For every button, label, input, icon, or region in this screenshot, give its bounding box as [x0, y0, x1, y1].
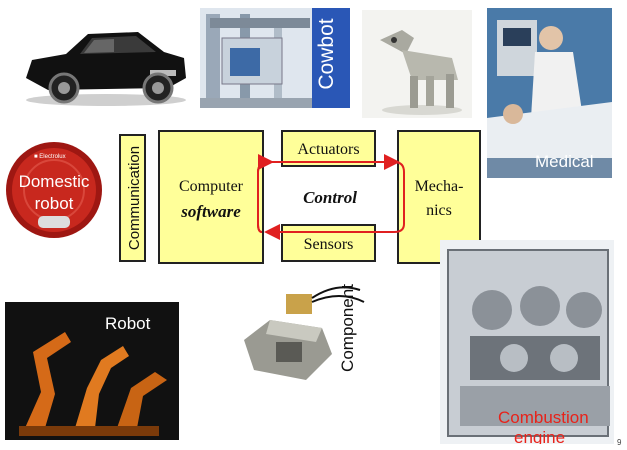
computer-label: Computer [179, 178, 243, 195]
combustion-label-line1: Combustion [498, 408, 589, 427]
medical-label: Medical [535, 152, 594, 171]
cowbot-panel [312, 8, 350, 108]
combustion-label-line2: engine [514, 428, 566, 444]
communication-box: Communication [119, 134, 146, 262]
component-label: Component [338, 284, 357, 372]
car-photo [18, 8, 190, 108]
robot-dog-photo [362, 10, 472, 118]
page-number: 9 [617, 438, 622, 447]
actuators-label: Actuators [297, 141, 360, 158]
software-label: software [181, 202, 241, 221]
domestic-robot-photo: ■ Electrolux Domestic robot [4, 140, 104, 240]
industrial-robot-photo: Robot [5, 302, 179, 440]
actuators-box: Actuators [281, 130, 376, 167]
robot-label: Robot [105, 314, 151, 333]
mechanics-label-line2: nics [426, 202, 452, 219]
domestic-robot-label-line2: robot [34, 194, 74, 213]
sensors-label: Sensors [303, 236, 354, 253]
medical-photo: Medical [487, 8, 612, 178]
sensors-box: Sensors [281, 224, 376, 262]
computer-software-box: Computer software [158, 130, 264, 264]
mechanics-label-line1: Mecha- [414, 178, 464, 195]
control-label: Control [303, 188, 357, 207]
component-photo: Component [240, 272, 370, 390]
cowbot-photo: Cowbot [200, 8, 350, 108]
combustion-engine-photo: Combustion engine [440, 240, 614, 444]
domestic-robot-label-line1: Domestic [18, 172, 90, 191]
svg-text:■ Electrolux: ■ Electrolux [34, 154, 66, 160]
mechanics-box: Mecha- nics [397, 130, 481, 264]
